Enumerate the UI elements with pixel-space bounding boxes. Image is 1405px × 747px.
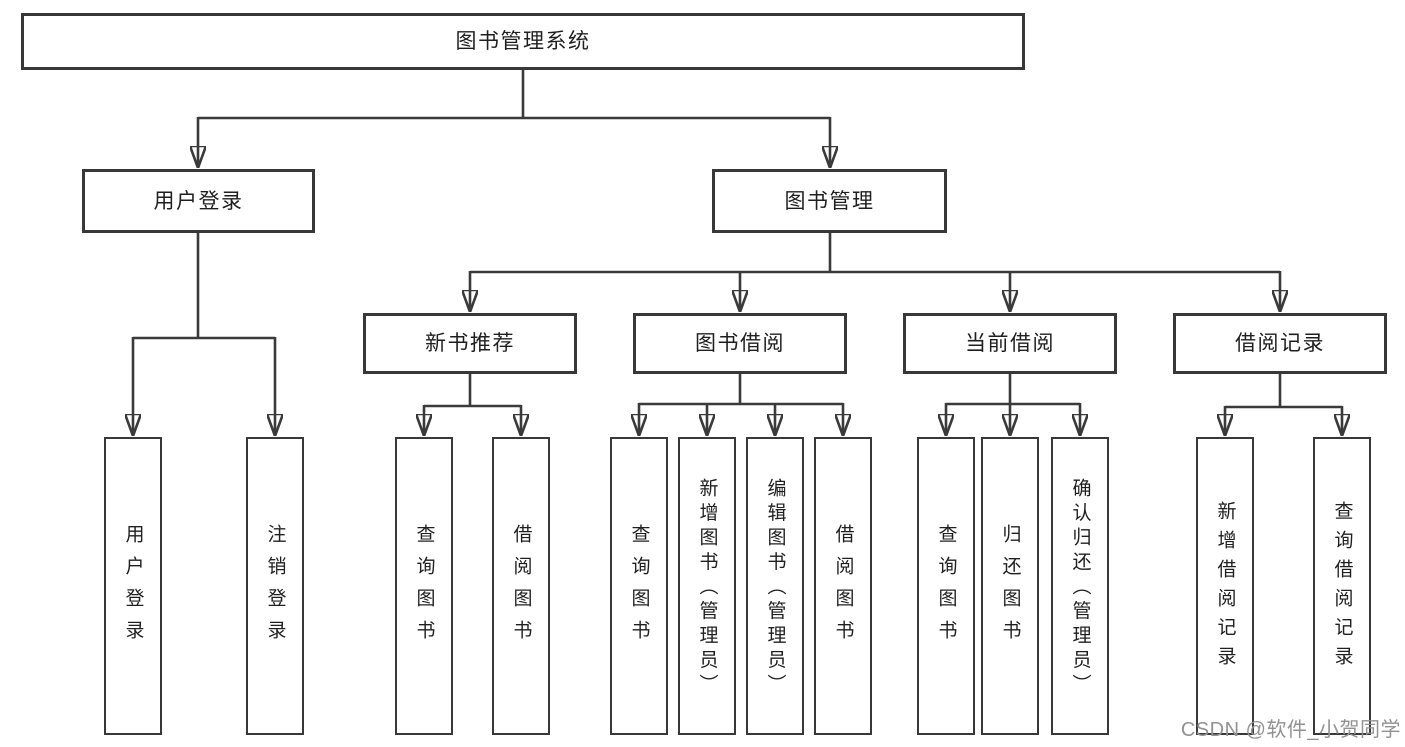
node-label: 借阅图书: [510, 524, 532, 652]
connector-root: [198, 70, 830, 166]
node-label: 注销登录: [264, 524, 286, 652]
node-label: 借阅图书: [832, 524, 854, 652]
leaf-logout: 注销登录: [246, 437, 304, 735]
node-label: 用户登录: [153, 189, 244, 213]
connector-book-management: [470, 233, 1280, 310]
node-new-book-recommendation: 新书推荐: [363, 313, 577, 374]
node-label: 用户登录: [122, 524, 144, 652]
node-book-borrowing: 图书借阅: [633, 313, 847, 374]
leaf-query-borrow-record: 查询借阅记录: [1313, 437, 1371, 735]
node-book-management: 图书管理: [712, 169, 947, 233]
leaf-borrow-books: 借阅图书: [814, 437, 872, 735]
node-label: 查询图书: [413, 524, 435, 652]
watermark: CSDN @软件_小贺同学: [1180, 719, 1401, 741]
connector-user-login: [133, 233, 275, 434]
leaf-edit-books-admin: 编辑图书（管理员）: [746, 437, 804, 735]
node-label: 借阅记录: [1235, 332, 1325, 355]
node-user-login: 用户登录: [82, 169, 315, 233]
node-label: 图书管理系统: [455, 30, 591, 53]
leaf-return-books: 归还图书: [981, 437, 1039, 735]
leaf-add-borrow-record: 新增借阅记录: [1196, 437, 1254, 735]
node-label: 当前借阅: [965, 332, 1055, 355]
connector-new-book: [424, 374, 521, 434]
node-label: 图书管理: [784, 189, 875, 213]
node-label: 确认归还（管理员）: [1069, 477, 1091, 699]
node-label: 编辑图书（管理员）: [764, 477, 786, 699]
connector-current-borrowing: [946, 374, 1080, 434]
node-borrowing-records: 借阅记录: [1173, 313, 1387, 374]
node-label: 新增借阅记录: [1214, 501, 1236, 675]
connector-borrowing-records: [1225, 374, 1342, 434]
leaf-user-login: 用户登录: [104, 437, 162, 735]
connector-book-borrowing: [639, 374, 843, 434]
node-label: 归还图书: [999, 524, 1021, 652]
leaf-query-books-borrow: 查询图书: [610, 437, 668, 735]
leaf-query-books-recommend: 查询图书: [395, 437, 453, 735]
node-current-borrowing: 当前借阅: [903, 313, 1117, 374]
node-label: 新增图书（管理员）: [696, 477, 718, 699]
node-root: 图书管理系统: [21, 13, 1025, 70]
node-label: 新书推荐: [425, 332, 515, 355]
node-label: 查询图书: [935, 524, 957, 652]
leaf-query-books-current: 查询图书: [917, 437, 975, 735]
node-label: 图书借阅: [695, 332, 785, 355]
leaf-add-books-admin: 新增图书（管理员）: [678, 437, 736, 735]
node-label: 查询图书: [628, 524, 650, 652]
leaf-confirm-return-admin: 确认归还（管理员）: [1051, 437, 1109, 735]
node-label: 查询借阅记录: [1331, 501, 1353, 675]
leaf-borrow-books-recommend: 借阅图书: [492, 437, 550, 735]
